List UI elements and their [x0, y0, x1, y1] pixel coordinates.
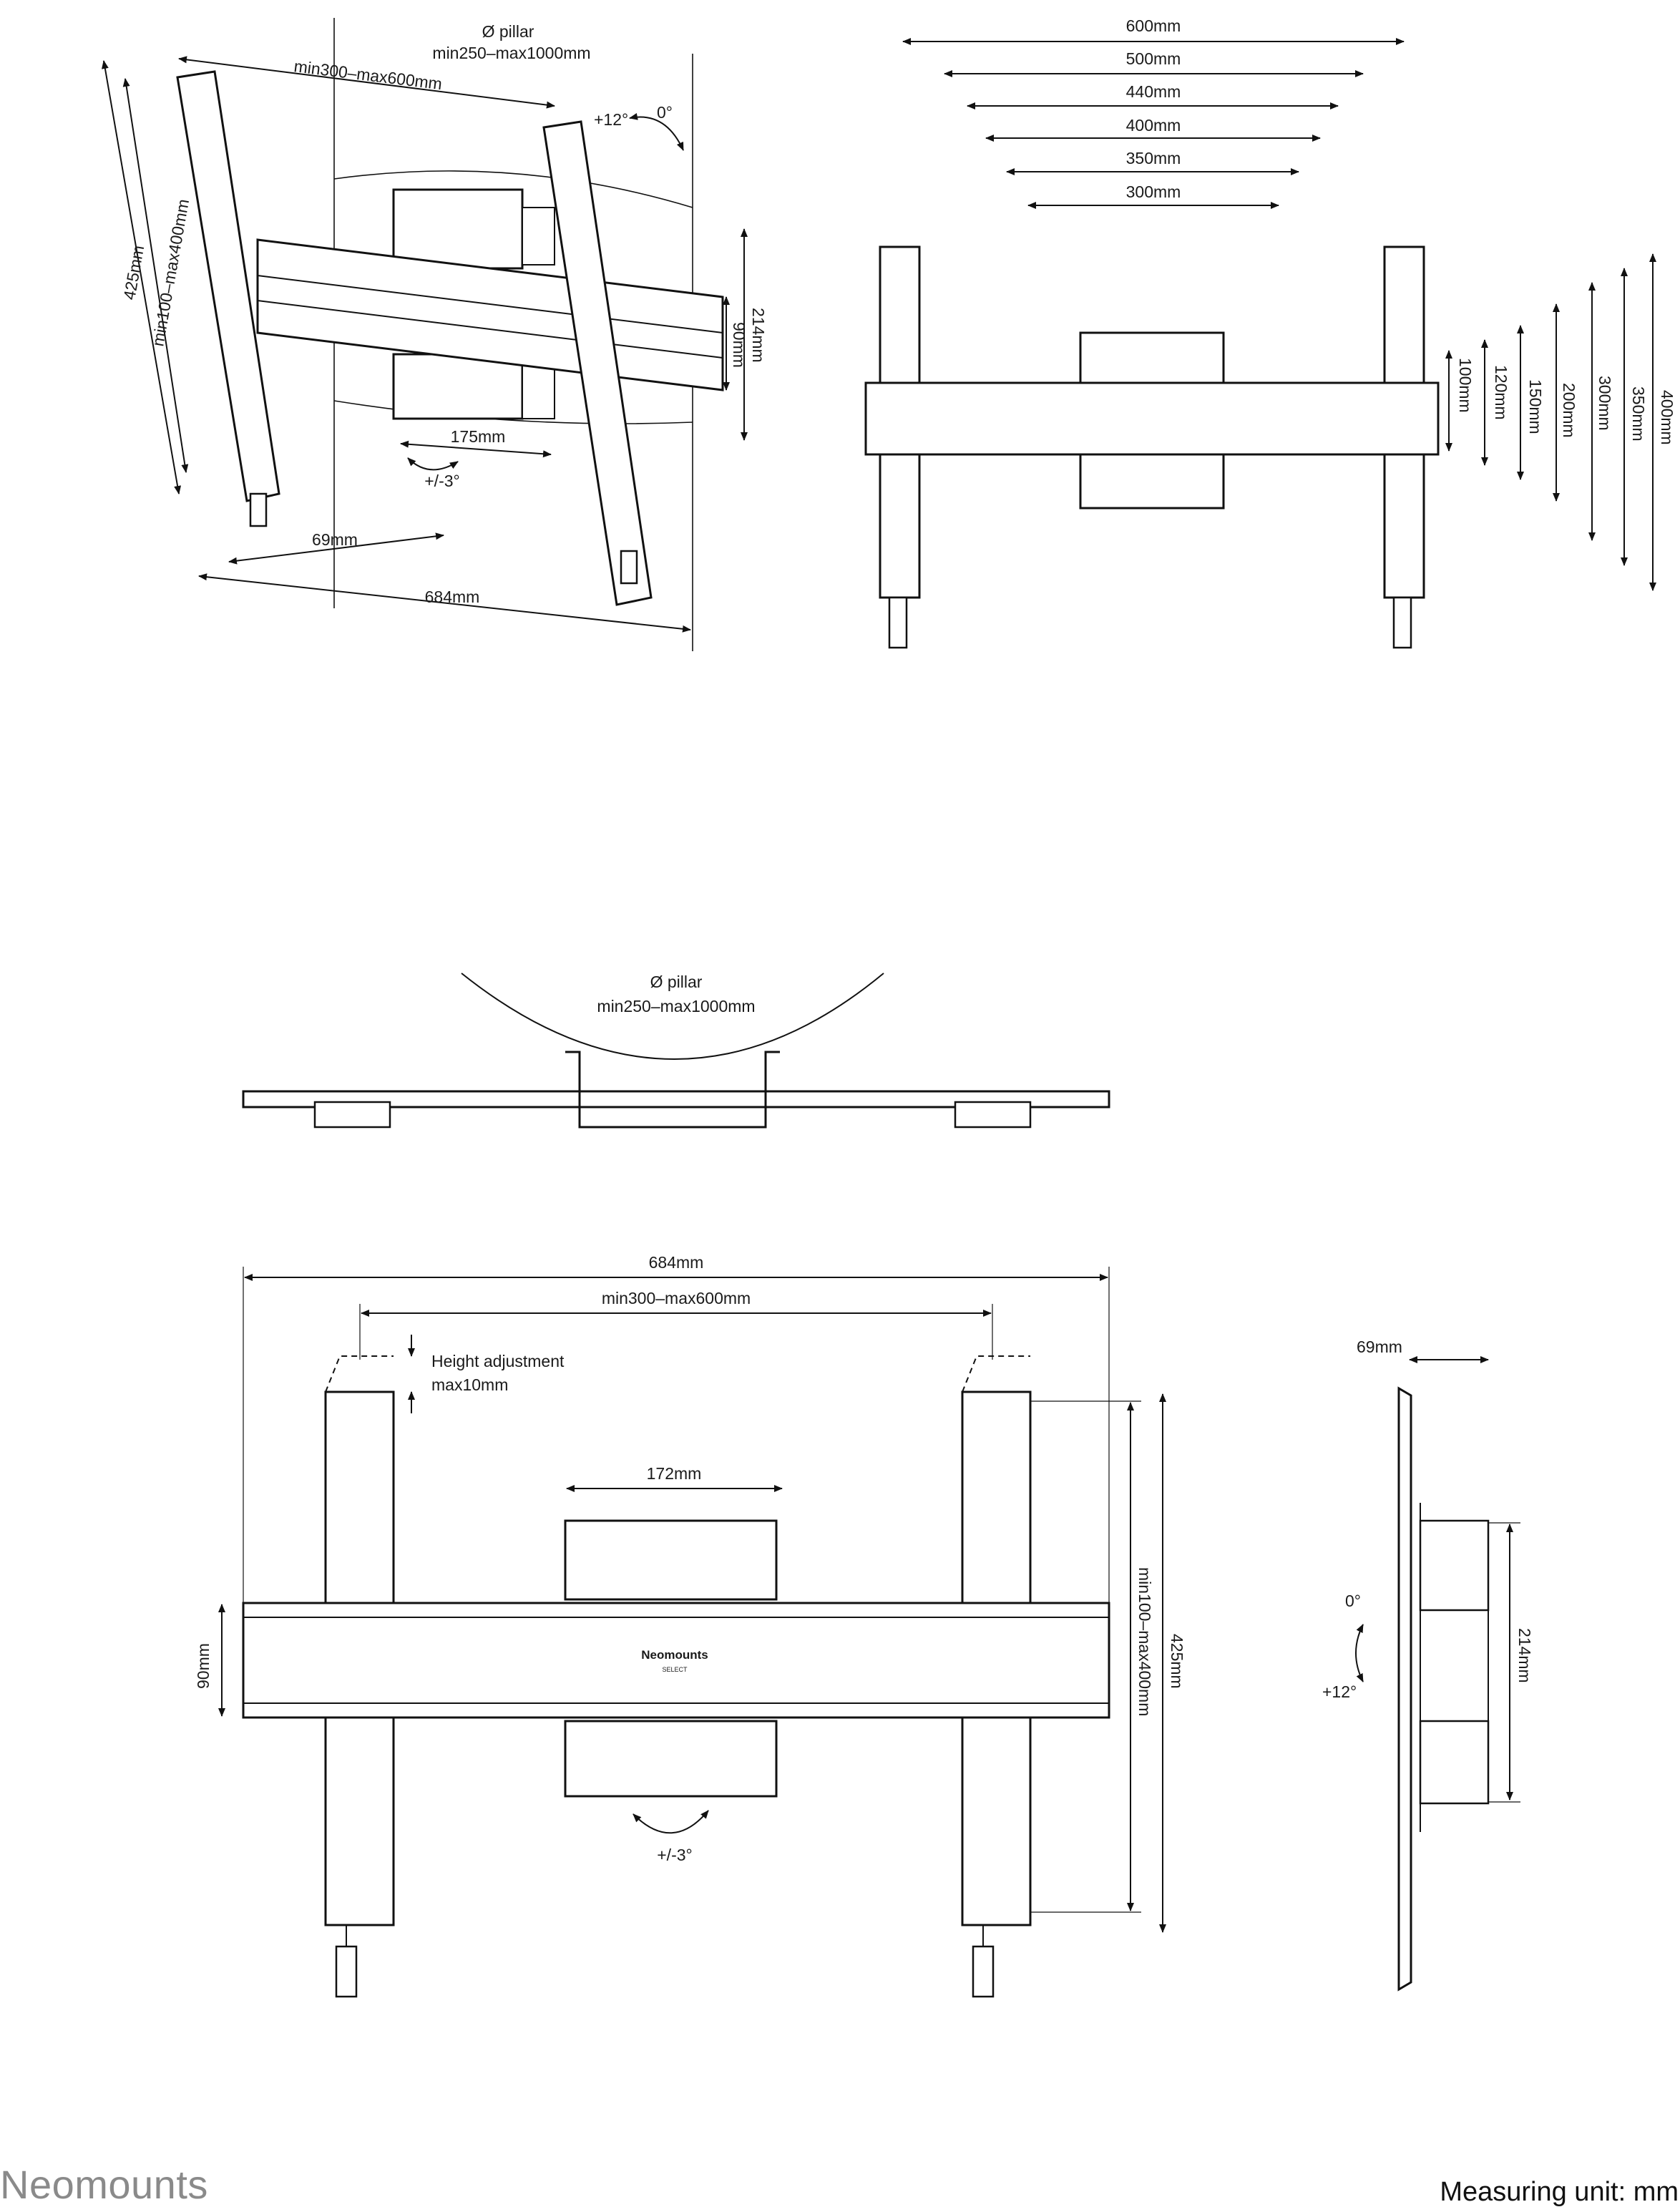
front-height-range-label: min100–max400mm [1136, 1567, 1154, 1716]
side-rail-height-label: 214mm [1515, 1628, 1534, 1683]
front-clamp-width-label: 172mm [647, 1464, 702, 1483]
front-arm-spread-label: min300–max600mm [602, 1289, 751, 1307]
plan-pillar-label-1: Ø pillar [650, 973, 703, 991]
front-view [218, 1267, 1166, 1998]
vesa-v-300: 300mm [1596, 376, 1614, 431]
vesa-v-400: 400mm [1658, 390, 1676, 445]
front-rotate-label: +/-3° [657, 1846, 692, 1864]
tilt-zero-label: 0° [657, 103, 673, 122]
front-height-total-label: 425mm [1168, 1634, 1186, 1689]
measuring-unit-note: Measuring unit: mm [1440, 2177, 1679, 2207]
side-view [1355, 1356, 1520, 1992]
front-logo-text: Neomounts [641, 1648, 708, 1662]
rotate-label: +/-3° [424, 472, 459, 490]
vesa-h-500: 500mm [1126, 49, 1181, 68]
tilt-up-label: +12° [594, 110, 628, 129]
width-label: 684mm [425, 588, 480, 606]
plan-pillar-label-2: min250–max1000mm [597, 997, 755, 1015]
side-tilt-zero-label: 0° [1345, 1592, 1361, 1610]
arm-spread-label: min300–max600mm [293, 57, 443, 93]
vesa-view [864, 38, 1656, 649]
plan-view [242, 973, 1110, 1129]
perspective-view [101, 18, 748, 651]
side-tilt-up-label: +12° [1322, 1682, 1357, 1701]
vesa-v-120: 120mm [1492, 365, 1510, 420]
vesa-h-400: 400mm [1126, 116, 1181, 135]
vesa-h-440: 440mm [1126, 82, 1181, 101]
pillar-label-1: Ø pillar [482, 22, 534, 41]
clamp-width-label: 175mm [451, 427, 506, 446]
height-adjust-label-1: Height adjustment [431, 1352, 565, 1370]
vesa-h-350: 350mm [1126, 149, 1181, 167]
front-width-label: 684mm [649, 1253, 704, 1272]
side-depth-label: 69mm [1357, 1338, 1402, 1356]
neomounts-logo: Neomounts [0, 2162, 208, 2207]
vesa-h-600: 600mm [1126, 16, 1181, 35]
front-bar-height-label: 90mm [194, 1643, 213, 1689]
vesa-v-150: 150mm [1526, 379, 1545, 434]
bar-height-label: 90mm [730, 322, 748, 368]
vesa-v-200: 200mm [1560, 383, 1578, 438]
height-adjust-label-2: max10mm [431, 1375, 508, 1394]
pillar-label-2: min250–max1000mm [432, 44, 590, 62]
vesa-v-350: 350mm [1629, 386, 1648, 442]
rail-height-label: 214mm [749, 308, 768, 363]
vesa-v-100: 100mm [1456, 358, 1475, 413]
depth-label: 69mm [312, 530, 358, 549]
front-logo-sub: SELECT [662, 1666, 688, 1673]
vesa-h-300: 300mm [1126, 182, 1181, 201]
